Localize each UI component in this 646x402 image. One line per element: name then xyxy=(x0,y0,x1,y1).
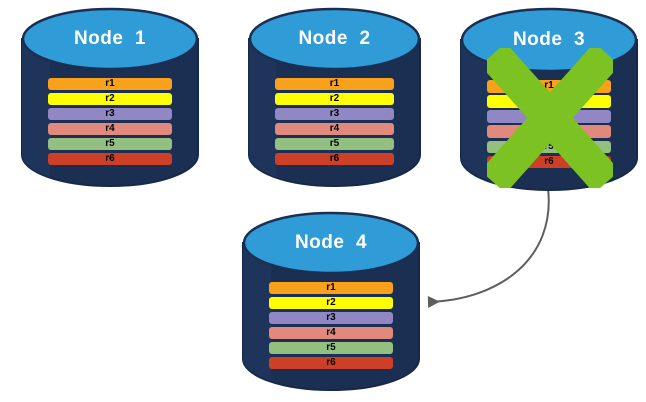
row-bar-r5[interactable]: r5 xyxy=(275,137,394,151)
cylinder-top-disc xyxy=(248,7,421,71)
row-bar-r4[interactable]: r4 xyxy=(48,122,172,136)
row-bar-r2[interactable]: r2 xyxy=(275,92,394,106)
row-bar-r4[interactable]: r4 xyxy=(487,125,611,139)
replication-arrow-path xyxy=(427,187,550,308)
cylinder-top-disc xyxy=(21,7,199,71)
row-bar-r6[interactable]: r6 xyxy=(487,155,611,169)
row-bar-r1[interactable]: r1 xyxy=(275,78,394,91)
row-bar-r5[interactable]: r5 xyxy=(487,140,611,154)
cylinder-shading xyxy=(243,234,272,382)
cylinder-shading xyxy=(249,30,277,178)
row-bar-r6[interactable]: r6 xyxy=(275,152,394,165)
row-bar-r6[interactable]: r6 xyxy=(269,356,393,369)
cylinder-shading xyxy=(22,30,51,178)
row-bar-r3[interactable]: r3 xyxy=(48,107,172,121)
row-bar-r2[interactable]: r2 xyxy=(487,95,611,108)
row-bar-r5[interactable]: r5 xyxy=(48,137,172,151)
row-bar-r2[interactable]: r2 xyxy=(269,296,393,310)
row-bar-r4[interactable]: r4 xyxy=(269,326,393,340)
row-bar-r2[interactable]: r2 xyxy=(48,92,172,106)
cylinder-top-disc xyxy=(242,211,420,275)
row-bar-r4[interactable]: r4 xyxy=(275,122,394,136)
row-bar-r1[interactable]: r1 xyxy=(487,80,611,93)
cylinder-top-disc xyxy=(460,7,638,73)
row-bar-r6[interactable]: r6 xyxy=(48,152,172,165)
row-bar-r5[interactable]: r5 xyxy=(269,341,393,355)
row-bar-r3[interactable]: r3 xyxy=(487,110,611,123)
row-bar-r3[interactable]: r3 xyxy=(275,107,394,121)
row-bar-r1[interactable]: r1 xyxy=(269,282,393,295)
row-bar-r3[interactable]: r3 xyxy=(269,311,393,325)
row-bar-r1[interactable]: r1 xyxy=(48,78,172,91)
